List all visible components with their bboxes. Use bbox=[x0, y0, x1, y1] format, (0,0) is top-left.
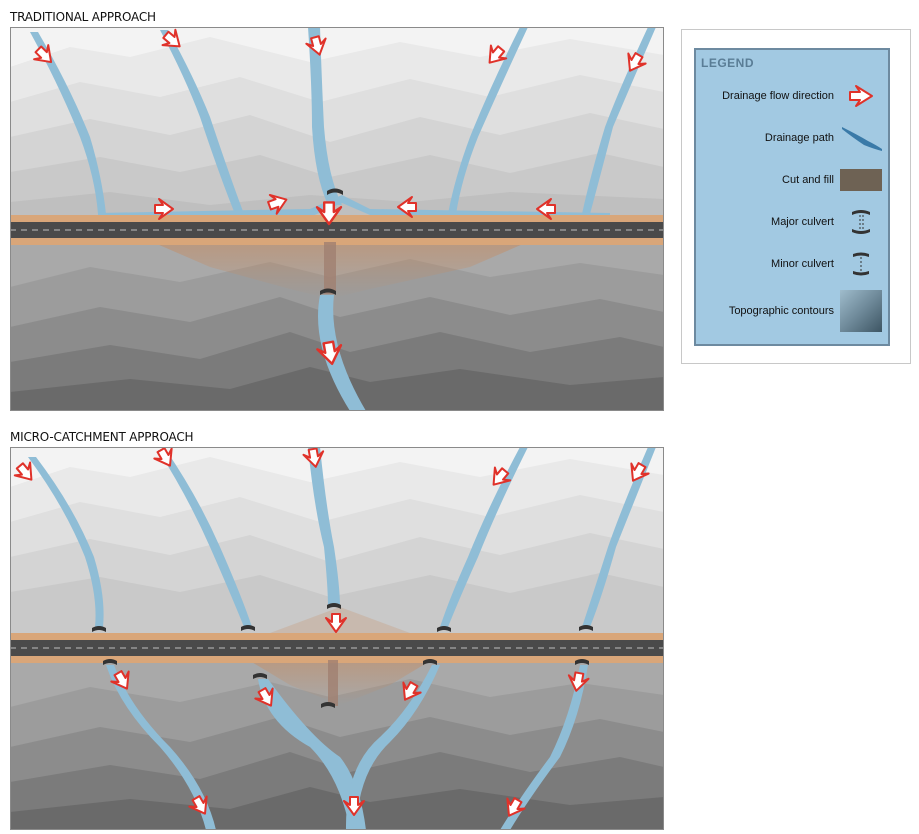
cut-fill-swatch bbox=[840, 169, 882, 191]
major-culvert-icon bbox=[852, 210, 870, 234]
legend-label: Major culvert bbox=[771, 216, 834, 228]
road-lower bbox=[10, 633, 664, 663]
road-upper bbox=[10, 215, 664, 245]
legend-label: Topographic contours bbox=[728, 305, 834, 317]
traditional-approach-title: TRADITIONAL APPROACH bbox=[10, 10, 156, 24]
drainage-paths-upper-b bbox=[28, 447, 656, 627]
legend-label: Drainage path bbox=[764, 132, 834, 144]
traditional-approach-diagram bbox=[10, 27, 664, 411]
drainage-path-downstream bbox=[318, 295, 366, 411]
flow-arrow-icon bbox=[849, 85, 873, 107]
culvert-pipe bbox=[324, 242, 336, 294]
cut-and-fill-zone bbox=[150, 241, 530, 299]
drainage-path-icon bbox=[842, 127, 882, 151]
topographic-contours-lower bbox=[10, 241, 664, 411]
micro-catchment-approach-title: MICRO-CATCHMENT APPROACH bbox=[10, 430, 194, 444]
legend-title: LEGEND bbox=[701, 56, 755, 70]
culvert-pipe-b bbox=[328, 660, 338, 706]
legend-label: Minor culvert bbox=[771, 258, 834, 270]
legend-item-flow-direction: Drainage flow direction bbox=[696, 78, 888, 114]
topographic-contours-upper bbox=[10, 27, 664, 217]
legend: LEGEND Drainage flow direction Drainage … bbox=[694, 48, 890, 346]
micro-catchment-approach-diagram bbox=[10, 447, 664, 830]
legend-item-cut-and-fill: Cut and fill bbox=[696, 162, 888, 198]
drainage-paths-upper bbox=[30, 27, 656, 217]
legend-item-topographic-contours: Topographic contours bbox=[696, 288, 888, 334]
cut-and-fill-zone-b bbox=[250, 661, 430, 705]
contour-swatch bbox=[840, 290, 882, 332]
legend-label: Drainage flow direction bbox=[722, 90, 834, 102]
legend-frame: LEGEND Drainage flow direction Drainage … bbox=[681, 29, 911, 364]
legend-item-major-culvert: Major culvert bbox=[696, 204, 888, 240]
legend-item-minor-culvert: Minor culvert bbox=[696, 246, 888, 282]
legend-label: Cut and fill bbox=[782, 174, 834, 186]
legend-item-drainage-path: Drainage path bbox=[696, 120, 888, 156]
minor-culvert-icon bbox=[853, 252, 869, 276]
